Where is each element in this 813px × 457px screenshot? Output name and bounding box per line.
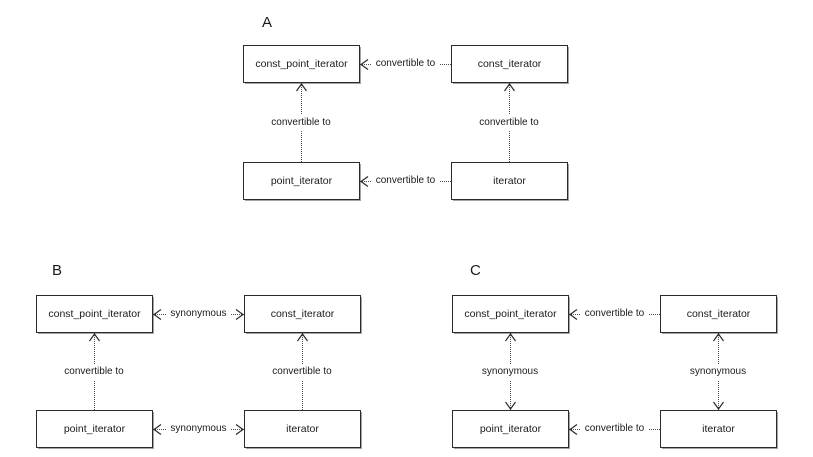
panel-a-edge-right-vertical: convertible to	[476, 83, 542, 162]
node-label: iterator	[286, 423, 319, 435]
arrowhead-left-icon	[360, 175, 369, 187]
arrowhead-up-icon	[712, 333, 724, 342]
edge-label: convertible to	[371, 175, 440, 187]
node-label: const_point_iterator	[48, 308, 141, 320]
arrowhead-left-icon	[153, 423, 162, 435]
panel-a-edge-left-vertical: convertible to	[268, 83, 334, 162]
arrowhead-up-icon	[504, 333, 516, 342]
arrowhead-up-icon	[503, 83, 515, 92]
node-label: const_point_iterator	[464, 308, 557, 320]
panel-b-node-const-iterator[interactable]: const_iterator	[244, 295, 361, 333]
arrowhead-left-icon	[153, 308, 162, 320]
edge-label: convertible to	[371, 58, 440, 70]
panel-a-node-const-point-iterator[interactable]: const_point_iterator	[243, 45, 360, 83]
edge-label: synonymous	[686, 363, 750, 380]
node-label: const_point_iterator	[255, 58, 348, 70]
panel-b-edge-bottom-horizontal: synonymous	[153, 420, 244, 438]
panel-c-node-const-point-iterator[interactable]: const_point_iterator	[452, 295, 569, 333]
panel-c-node-point-iterator[interactable]: point_iterator	[452, 410, 569, 448]
arrowhead-right-icon	[235, 423, 244, 435]
arrowhead-down-icon	[712, 401, 724, 410]
edge-label: convertible to	[476, 114, 542, 131]
panel-b-node-point-iterator[interactable]: point_iterator	[36, 410, 153, 448]
arrowhead-left-icon	[569, 308, 578, 320]
arrowhead-left-icon	[360, 58, 369, 70]
node-label: point_iterator	[479, 423, 542, 435]
panel-a-edge-top-horizontal: convertible to	[360, 55, 451, 73]
edge-label: convertible to	[580, 308, 649, 320]
arrowhead-up-icon	[88, 333, 100, 342]
panel-c-edge-bottom-horizontal: convertible to	[569, 420, 660, 438]
panel-a-edge-bottom-horizontal: convertible to	[360, 172, 451, 190]
panel-c-label: C	[470, 262, 482, 279]
edge-label: convertible to	[580, 423, 649, 435]
node-label: const_iterator	[270, 308, 335, 320]
panel-b-edge-left-vertical: convertible to	[61, 333, 127, 410]
panel-b-node-const-point-iterator[interactable]: const_point_iterator	[36, 295, 153, 333]
edge-label: synonymous	[166, 308, 231, 320]
edge-label: synonymous	[166, 423, 231, 435]
edge-label: convertible to	[269, 363, 335, 380]
panel-b-node-iterator[interactable]: iterator	[244, 410, 361, 448]
panel-a-label: A	[262, 14, 273, 31]
node-label: iterator	[493, 175, 526, 187]
panel-a-node-const-iterator[interactable]: const_iterator	[451, 45, 568, 83]
panel-c-edge-left-vertical: synonymous	[478, 333, 542, 410]
edge-label: synonymous	[478, 363, 542, 380]
node-label: const_iterator	[477, 58, 542, 70]
panel-c-node-iterator[interactable]: iterator	[660, 410, 777, 448]
panel-b-label: B	[52, 262, 63, 279]
arrowhead-left-icon	[569, 423, 578, 435]
panel-b-edge-top-horizontal: synonymous	[153, 305, 244, 323]
arrowhead-up-icon	[295, 83, 307, 92]
node-label: iterator	[702, 423, 735, 435]
panel-a-node-iterator[interactable]: iterator	[451, 162, 568, 200]
panel-b-edge-right-vertical: convertible to	[269, 333, 335, 410]
edge-label: convertible to	[268, 114, 334, 131]
panel-c-edge-top-horizontal: convertible to	[569, 305, 660, 323]
arrowhead-down-icon	[504, 401, 516, 410]
panel-a-node-point-iterator[interactable]: point_iterator	[243, 162, 360, 200]
node-label: const_iterator	[686, 308, 751, 320]
arrowhead-right-icon	[235, 308, 244, 320]
edge-label: convertible to	[61, 363, 127, 380]
node-label: point_iterator	[270, 175, 333, 187]
arrowhead-up-icon	[296, 333, 308, 342]
panel-c-edge-right-vertical: synonymous	[686, 333, 750, 410]
panel-c-node-const-iterator[interactable]: const_iterator	[660, 295, 777, 333]
node-label: point_iterator	[63, 423, 126, 435]
